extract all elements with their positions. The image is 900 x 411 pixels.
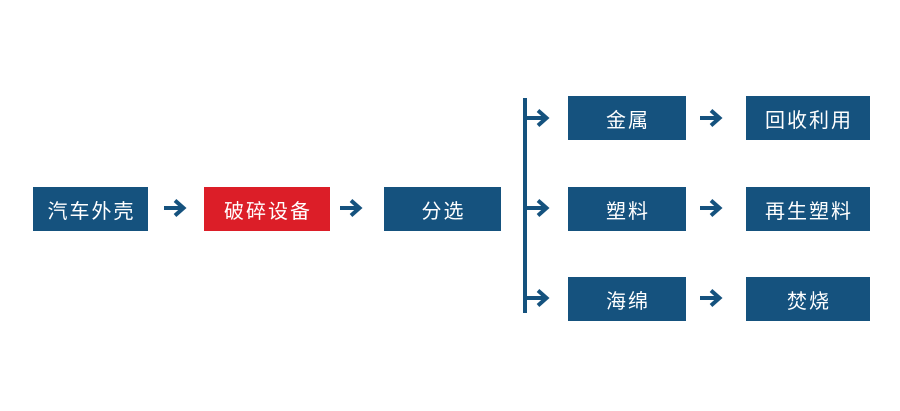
node-car-shell: 汽车外壳 [33, 187, 148, 231]
node-recycled-plastic: 再生塑料 [746, 187, 870, 231]
flow-arrow-icon [526, 198, 552, 218]
flow-arrow-icon [526, 108, 552, 128]
flow-arrow-icon [163, 198, 189, 218]
flow-arrow-icon [339, 198, 365, 218]
node-sorting: 分选 [384, 187, 501, 231]
node-plastic: 塑料 [568, 187, 686, 231]
node-sponge: 海绵 [568, 277, 686, 321]
node-crushing-equipment: 破碎设备 [204, 187, 330, 231]
flow-arrow-icon [526, 288, 552, 308]
node-metal: 金属 [568, 96, 686, 140]
node-incineration: 焚烧 [746, 277, 870, 321]
flow-arrow-icon [699, 198, 725, 218]
flow-arrow-icon [699, 288, 725, 308]
node-recycling: 回收利用 [746, 96, 870, 140]
flow-arrow-icon [699, 108, 725, 128]
branch-connector-line [523, 98, 527, 313]
